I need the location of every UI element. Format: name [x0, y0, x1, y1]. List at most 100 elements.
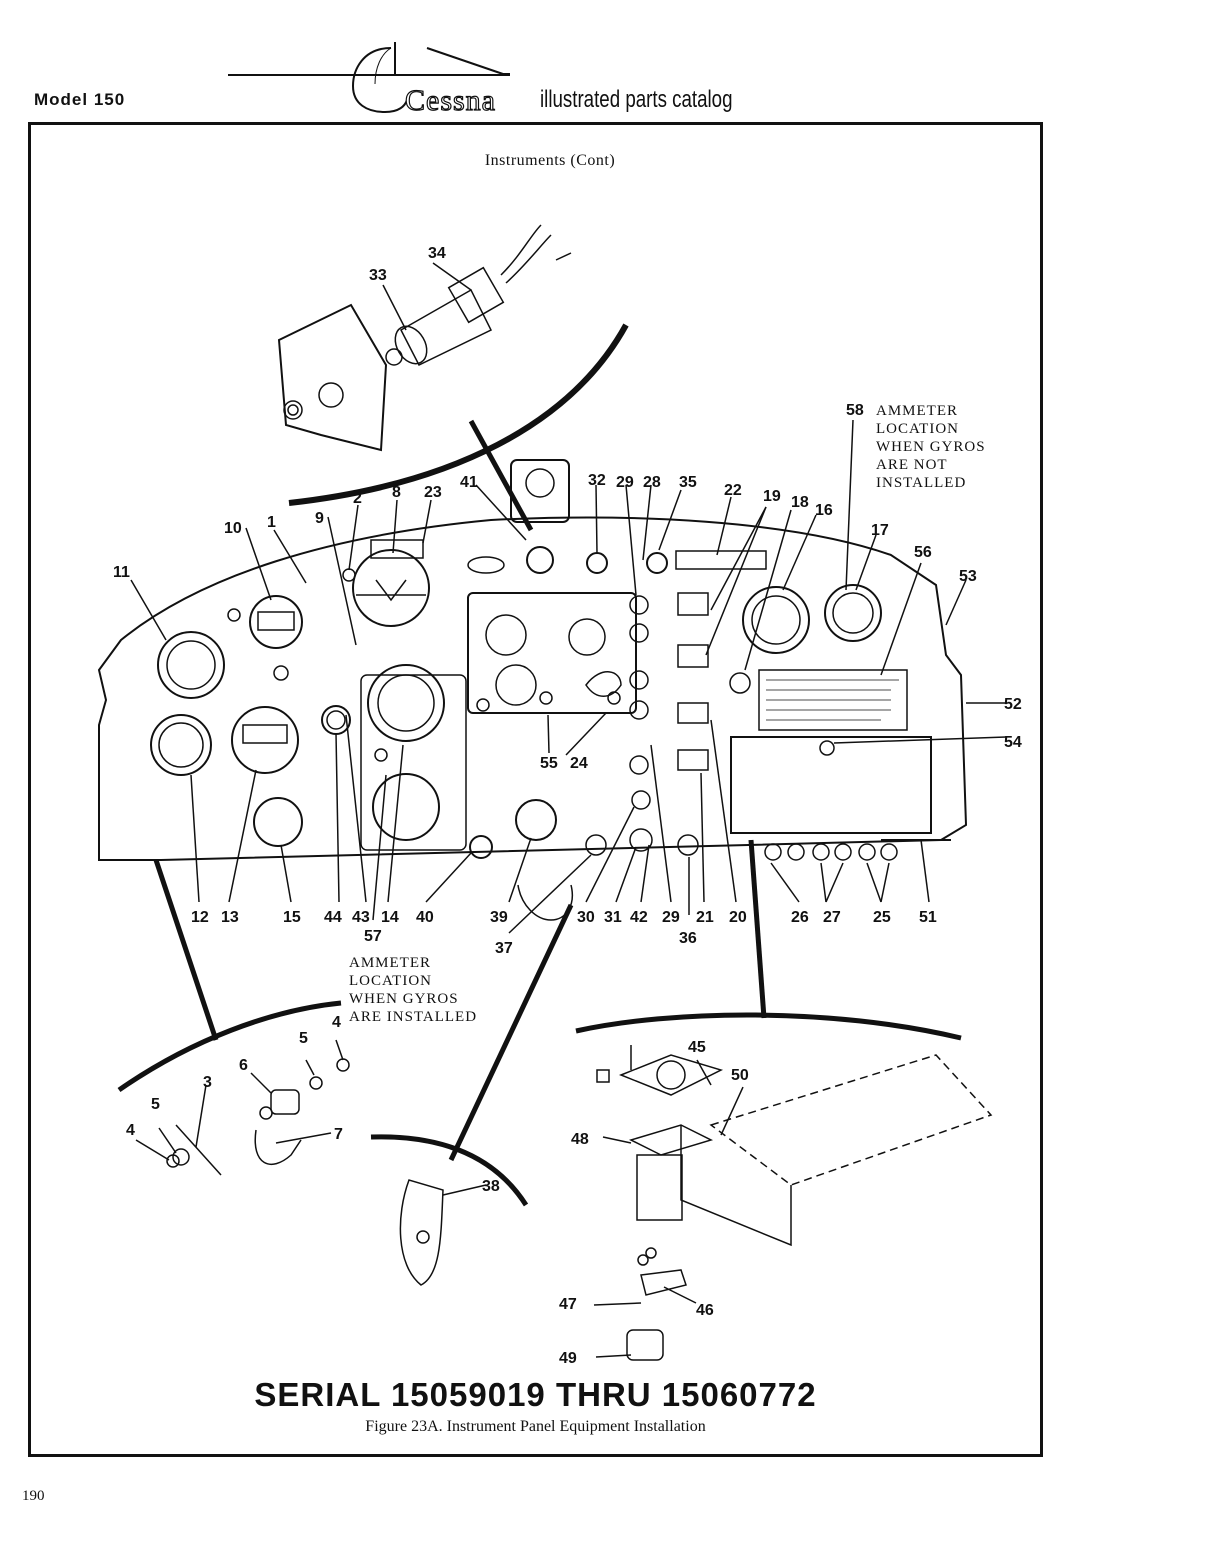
note-top-line-1: AMMETER — [876, 403, 958, 419]
callout-43: 43 — [352, 909, 370, 926]
model-label: Model 150 — [34, 90, 126, 109]
tachometer — [742, 586, 810, 654]
cabin-heat-knob — [469, 835, 493, 859]
callout-2: 2 — [353, 490, 362, 507]
callout-13: 13 — [221, 909, 239, 926]
clock-small — [253, 797, 303, 847]
callout-35: 35 — [679, 474, 697, 491]
catalog-title: illustrated parts catalog — [540, 86, 733, 113]
callout-25: 25 — [873, 909, 891, 926]
callout-39: 39 — [490, 909, 508, 926]
fuel-left-gauge — [677, 592, 709, 616]
lower-left-cut-line — [117, 1000, 342, 1093]
clip-part — [399, 1179, 444, 1286]
callout-23: 23 — [424, 484, 442, 501]
lower-left-leader — [153, 859, 219, 1041]
gyro-subpanel — [467, 592, 637, 714]
callout-52: 52 — [1004, 696, 1022, 713]
figure-caption: Figure 23A. Instrument Panel Equipment I… — [365, 1418, 706, 1435]
oil-temp-gauge — [677, 702, 709, 724]
serial-range: SERIAL 15059019 THRU 15060772 — [254, 1376, 817, 1413]
callout-9: 9 — [315, 510, 324, 527]
callout-27: 27 — [823, 909, 841, 926]
fuel-right-gauge — [677, 644, 709, 668]
callout-5-top: 5 — [299, 1030, 308, 1047]
callout-15: 15 — [283, 909, 301, 926]
master-switch — [586, 552, 608, 574]
instrument-panel-diagram: 34 33 58 2 8 23 41 32 29 28 35 22 19 18 … — [97, 224, 1022, 1367]
hourmeter-parts — [593, 1045, 993, 1361]
callout-29-top: 29 — [616, 474, 634, 491]
lower-center-leader — [448, 903, 574, 1162]
callout-57: 57 — [364, 928, 382, 945]
callout-31: 31 — [604, 909, 622, 926]
ignition-switch — [526, 546, 554, 574]
callout-1: 1 — [267, 514, 276, 531]
top-view-cut-line — [288, 323, 629, 506]
clock-gauge — [150, 714, 212, 776]
callout-19: 19 — [763, 488, 781, 505]
callout-20: 20 — [729, 909, 747, 926]
callout-3: 3 — [203, 1074, 212, 1091]
circuit-breakers — [764, 843, 898, 861]
ammeter-large — [372, 773, 440, 841]
ammeter-mount-parts — [135, 1039, 350, 1176]
operating-placard — [758, 669, 908, 731]
note-top-line-5: INSTALLED — [876, 475, 966, 491]
callout-29-bottom: 29 — [662, 909, 680, 926]
clock-center — [515, 799, 557, 841]
callout-54: 54 — [1004, 734, 1022, 751]
ignition-switch-part — [385, 224, 572, 366]
note-bottom-line-1: AMMETER — [349, 955, 431, 971]
note-top-line-2: LOCATION — [876, 421, 959, 437]
callout-44: 44 — [324, 909, 342, 926]
callout-55: 55 — [540, 755, 558, 772]
switch-plate — [277, 303, 388, 452]
callout-14: 14 — [381, 909, 399, 926]
callout-34: 34 — [428, 245, 446, 262]
top-view-leader — [468, 419, 534, 532]
ammeter-right — [824, 584, 882, 642]
callout-24: 24 — [570, 755, 588, 772]
callout-50: 50 — [731, 1067, 749, 1084]
lower-right-cut-line — [575, 1012, 962, 1041]
panel-lower-edge — [99, 839, 951, 861]
callout-47: 47 — [559, 1296, 577, 1313]
callout-51: 51 — [919, 909, 937, 926]
callout-18: 18 — [791, 494, 809, 511]
radio-stack — [675, 550, 767, 570]
altimeter-small — [249, 595, 303, 649]
callout-37: 37 — [495, 940, 513, 957]
vertical-speed-gauge — [367, 664, 445, 742]
callout-4-top: 4 — [332, 1014, 341, 1031]
header-rule — [228, 74, 510, 76]
panel-outline — [97, 516, 968, 861]
callout-10: 10 — [224, 520, 242, 537]
callout-8: 8 — [392, 484, 401, 501]
brand-text: Cessna — [405, 84, 496, 117]
callout-11: 11 — [113, 564, 130, 581]
callout-48: 48 — [571, 1131, 589, 1148]
callout-53: 53 — [959, 568, 977, 585]
callout-56: 56 — [914, 544, 932, 561]
glove-box — [730, 736, 932, 834]
callout-42: 42 — [630, 909, 648, 926]
callout-21: 21 — [696, 909, 714, 926]
callout-45: 45 — [688, 1039, 706, 1056]
note-top-line-4: ARE NOT — [876, 457, 948, 473]
note-bottom-line-2: LOCATION — [349, 973, 432, 989]
callout-7: 7 — [334, 1126, 343, 1143]
note-bottom-line-4: ARE INSTALLED — [349, 1009, 477, 1025]
turn-coordinator — [231, 706, 299, 774]
callout-28: 28 — [643, 474, 661, 491]
callout-16: 16 — [815, 502, 833, 519]
figure-frame — [28, 122, 1043, 1457]
attitude-indicator — [352, 549, 430, 627]
figure-subtitle: Instruments (Cont) — [484, 152, 616, 169]
note-bottom-line-3: WHEN GYROS — [349, 991, 459, 1007]
callout-5-left: 5 — [151, 1096, 160, 1113]
callout-12: 12 — [191, 909, 209, 926]
callout-40: 40 — [416, 909, 434, 926]
airspeed-gauge — [157, 631, 225, 699]
cessna-logo: Cessna — [351, 42, 510, 118]
